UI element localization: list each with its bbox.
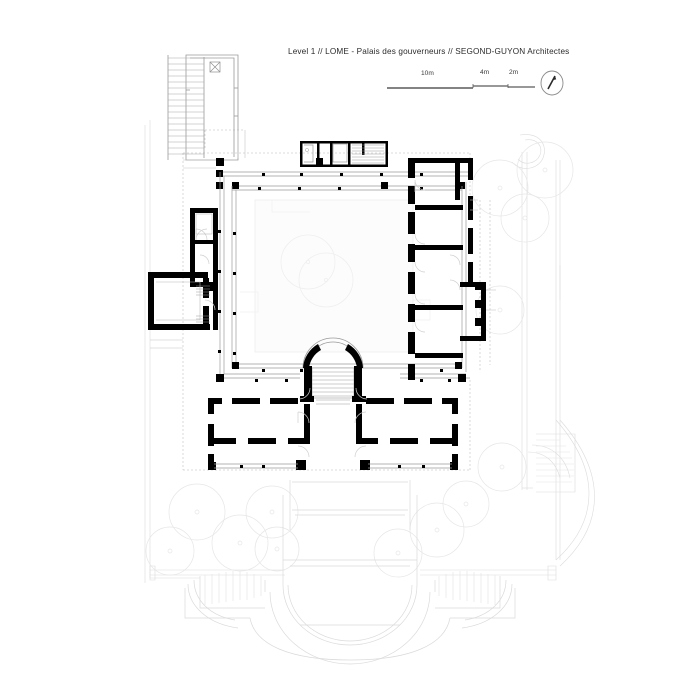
site-landscape-layer (144, 120, 595, 583)
south-entry-court (184, 480, 516, 665)
north-arrow-icon (540, 70, 564, 96)
north-service-block (300, 141, 388, 167)
floor-hatch-symbol (209, 61, 221, 73)
central-courtyard (240, 199, 431, 353)
east-wing-rooms (408, 158, 486, 380)
north-long-block (167, 54, 239, 161)
title-block-text: Level 1 // LOME - Palais des gouverneurs… (288, 47, 570, 56)
scale-bar: 10m 4m 2m (385, 69, 535, 94)
grand-stair-apse (300, 337, 366, 405)
scale-label-10m: 10m (421, 70, 434, 77)
south-wing (208, 387, 458, 470)
scale-label-2m: 2m (509, 69, 519, 76)
scale-bar-graphic (387, 84, 535, 89)
west-annex (148, 208, 218, 330)
misc-thin-detail (150, 130, 496, 349)
scale-label-4m: 4m (480, 69, 490, 76)
vegetation-trees (145, 141, 574, 578)
north-arrow (538, 68, 566, 98)
